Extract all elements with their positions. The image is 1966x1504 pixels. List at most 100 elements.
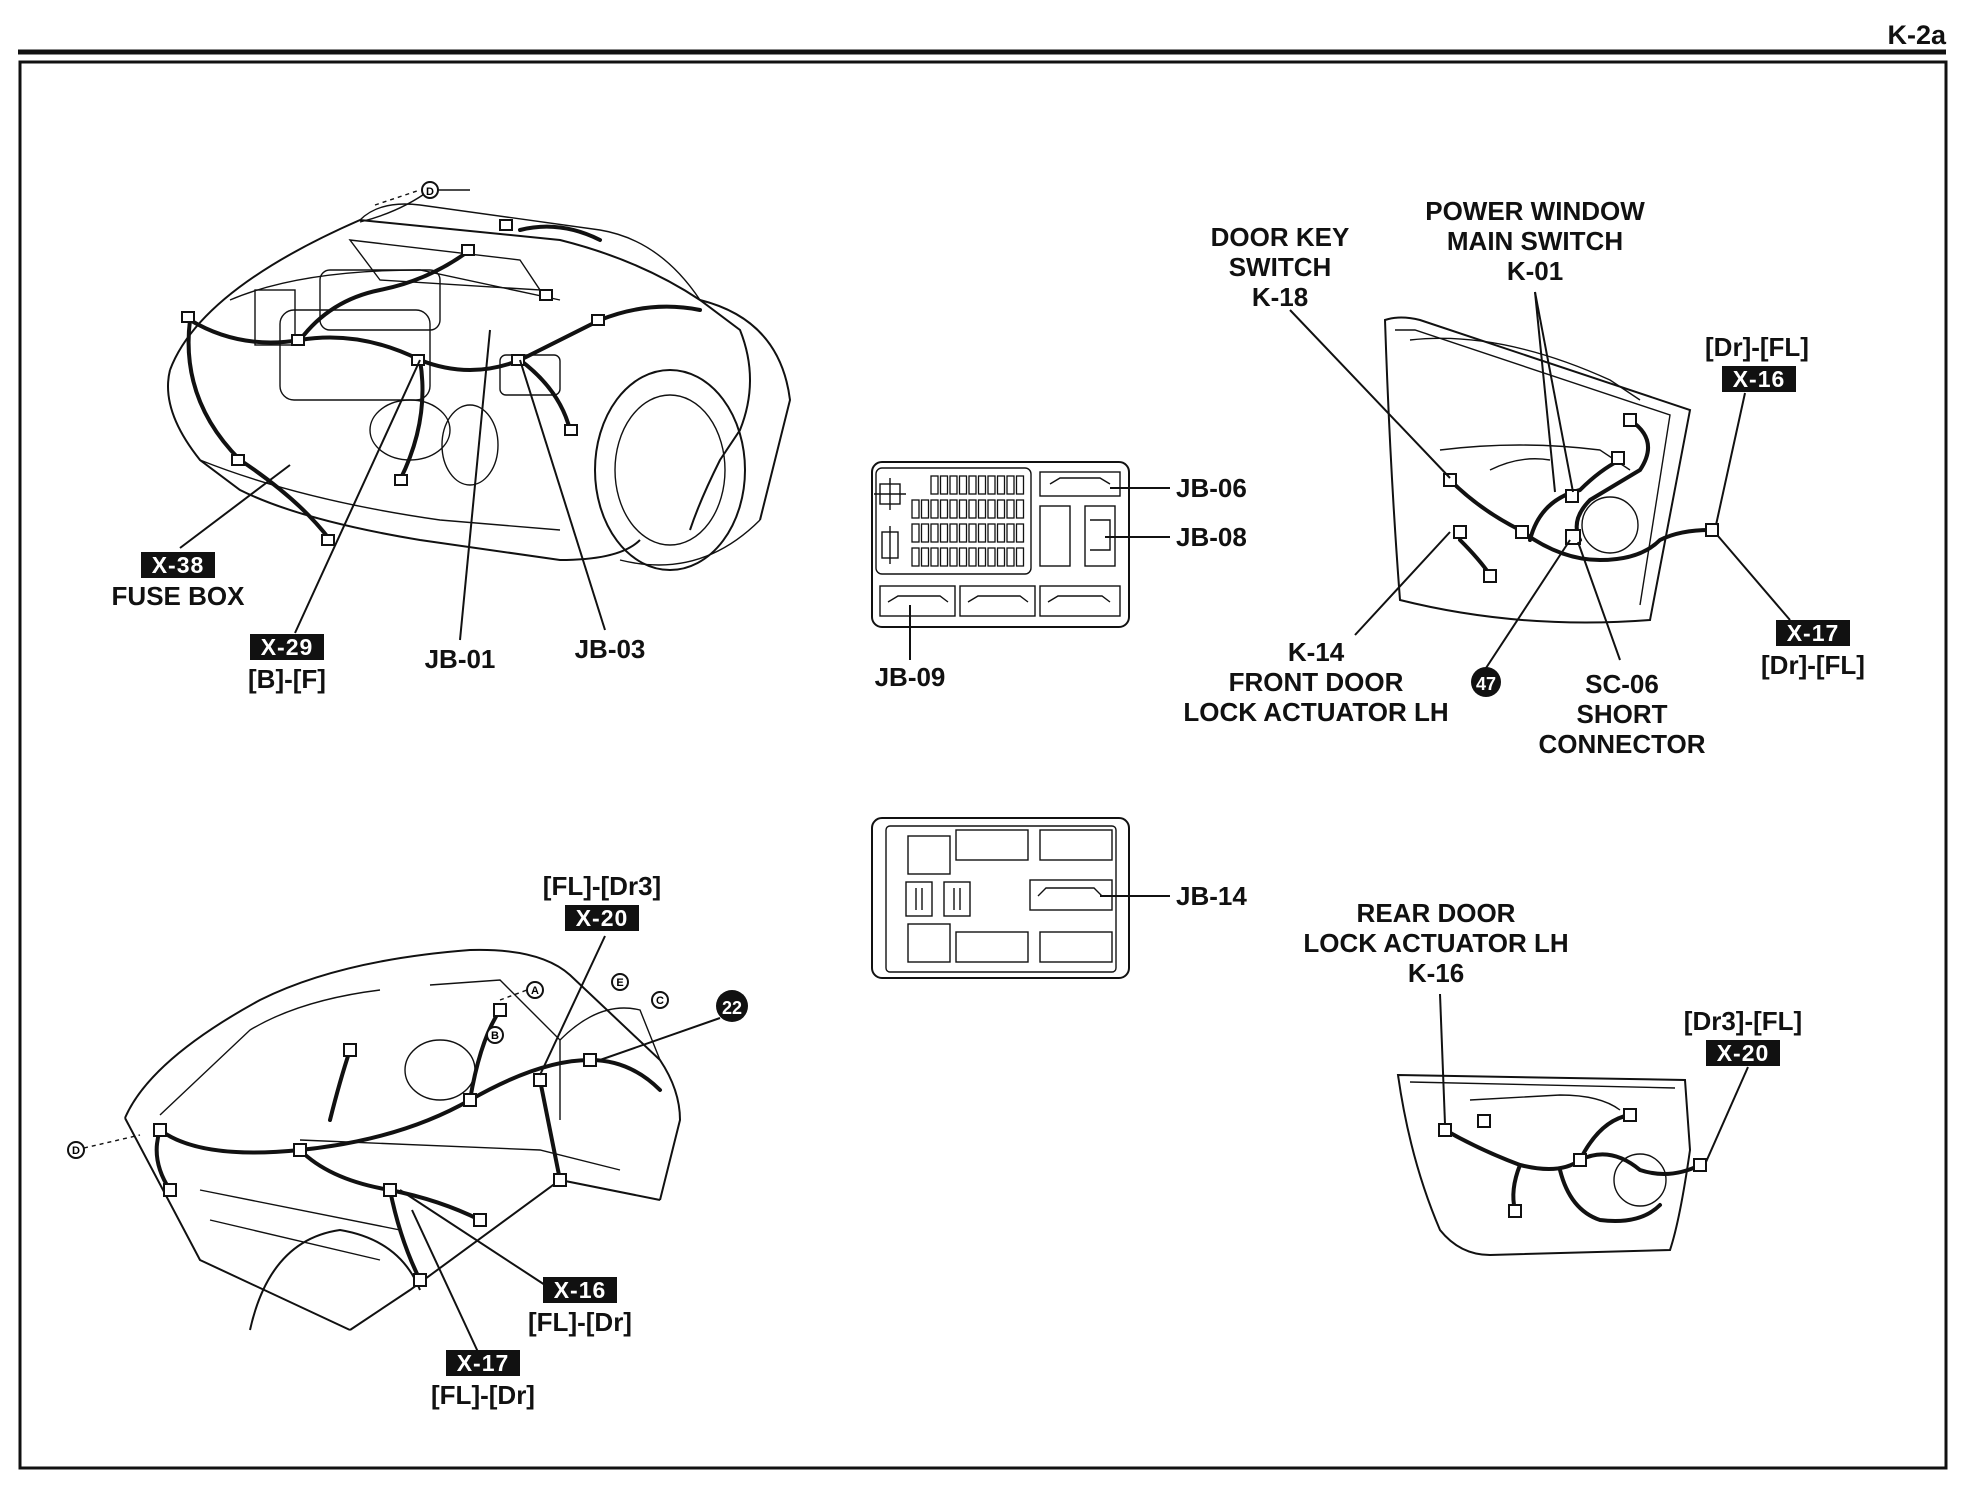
k01-leader-b — [1534, 291, 1574, 493]
fuse-slot — [987, 547, 996, 567]
fuse-slot — [1006, 523, 1015, 543]
x17-front-tag-bg — [1776, 620, 1850, 646]
fuse-slot — [968, 547, 977, 567]
fuse-slot — [911, 499, 920, 519]
k16-leader — [1439, 993, 1446, 1125]
x20-body-tag: X-20 — [576, 905, 629, 931]
x17-front-sub: [Dr]-[FL] — [1761, 650, 1865, 680]
fuse-slot — [996, 523, 1006, 543]
marker-e: E — [616, 977, 623, 989]
rear-door-line2: LOCK ACTUATOR LH — [1303, 928, 1568, 958]
fuse-slot — [930, 547, 939, 567]
x16-front-top: [Dr]-[FL] — [1705, 332, 1809, 362]
fuse-slot — [977, 523, 987, 543]
fuse-slot — [930, 523, 939, 543]
ground-47-label: 47 — [1476, 674, 1496, 694]
k01-leader-a — [1534, 291, 1556, 493]
fuse-slot — [968, 523, 977, 543]
fuse-slot — [1015, 523, 1025, 543]
k14-code: K-14 — [1288, 637, 1345, 667]
fuse-slot — [987, 499, 996, 519]
x29-leader — [294, 359, 421, 634]
fuse-slot — [1006, 499, 1015, 519]
x16-front-leader — [1715, 392, 1746, 526]
k18-leader — [1289, 309, 1451, 479]
x17-body-leader — [411, 1209, 479, 1353]
jb01-label: JB-01 — [425, 644, 496, 674]
x16-body-tag-bg — [543, 1277, 617, 1303]
door-key-code: K-18 — [1252, 282, 1308, 312]
fuse-slot — [939, 547, 949, 567]
fuse-slot — [968, 499, 977, 519]
x16-body-sub: [FL]-[Dr] — [528, 1307, 632, 1337]
jb06-label: JB-06 — [1176, 473, 1247, 503]
pw-switch-line2: MAIN SWITCH — [1447, 226, 1623, 256]
body-markers: A B C D E — [67, 973, 669, 1159]
rear-door-illustration — [1396, 1073, 1707, 1257]
x29-tag: X-29 — [261, 634, 314, 660]
marker-a: A — [531, 985, 539, 997]
fuse-slot — [920, 523, 930, 543]
fuse-slot — [920, 499, 930, 519]
fuse-slot — [1015, 547, 1025, 567]
marker-c: C — [656, 995, 664, 1007]
fuse-slot — [920, 547, 930, 567]
fuse-slot — [930, 475, 939, 495]
pw-switch-line1: POWER WINDOW — [1425, 196, 1645, 226]
sc06-line2: CONNECTOR — [1538, 729, 1705, 759]
x20-body-tag-bg — [565, 905, 639, 931]
rear-door-line1: REAR DOOR — [1357, 898, 1516, 928]
fuse-box-label: FUSE BOX — [112, 581, 246, 611]
x38-tag-bg — [141, 552, 215, 578]
door-key-line1: DOOR KEY — [1211, 222, 1350, 252]
fuse-slot — [968, 475, 977, 495]
jb14-label: JB-14 — [1176, 881, 1247, 911]
fuse-slot — [996, 499, 1006, 519]
front-door-illustration — [1383, 316, 1719, 624]
k14-leader — [1354, 531, 1451, 636]
junction-block-top — [871, 461, 1130, 628]
k14-line2: LOCK ACTUATOR LH — [1183, 697, 1448, 727]
jb01-leader — [459, 329, 491, 641]
x16-front-tag: X-16 — [1733, 366, 1786, 392]
fuse-slot — [987, 523, 996, 543]
x17-body-tag: X-17 — [457, 1350, 510, 1376]
page-code: K-2a — [1887, 20, 1947, 50]
x38-leader — [179, 464, 291, 549]
marker-d-body: D — [72, 1145, 80, 1157]
fuse-slot — [958, 547, 968, 567]
sc06-code: SC-06 — [1585, 669, 1659, 699]
fuse-slot — [930, 499, 939, 519]
fuse-slot — [949, 547, 958, 567]
fuse-slot — [977, 499, 987, 519]
x29-tag-bg — [250, 634, 324, 660]
jb09-label: JB-09 — [875, 662, 946, 692]
x20-body-top: [FL]-[Dr3] — [543, 871, 661, 901]
engine-compartment-illustration — [167, 189, 792, 571]
fuse-slot — [958, 475, 968, 495]
jb08-label: JB-08 — [1176, 522, 1247, 552]
x16-body-tag: X-16 — [554, 1277, 607, 1303]
rear-door-code: K-16 — [1408, 958, 1464, 988]
fuse-slot — [939, 523, 949, 543]
marker-b: B — [491, 1030, 499, 1042]
fuse-slot — [939, 475, 949, 495]
fuse-slot — [911, 547, 920, 567]
k14-line1: FRONT DOOR — [1229, 667, 1404, 697]
fuse-slot — [1006, 475, 1015, 495]
x29-sub: [B]-[F] — [248, 664, 326, 694]
fuse-slot — [977, 475, 987, 495]
fuse-slot — [939, 499, 949, 519]
ground-22-label: 22 — [722, 998, 742, 1018]
fuse-slot — [949, 523, 958, 543]
x20-rear-top: [Dr3]-[FL] — [1684, 1006, 1802, 1036]
fuse-slot — [977, 547, 987, 567]
x16-body-leader — [399, 1189, 546, 1286]
x16-front-tag-bg — [1722, 366, 1796, 392]
fuse-slot — [958, 499, 968, 519]
x20-rear-leader — [1705, 1066, 1749, 1163]
x17-body-tag-bg — [446, 1350, 520, 1376]
ground47-leader — [1485, 539, 1571, 669]
x17-body-sub: [FL]-[Dr] — [431, 1380, 535, 1410]
fuse-slot — [911, 523, 920, 543]
